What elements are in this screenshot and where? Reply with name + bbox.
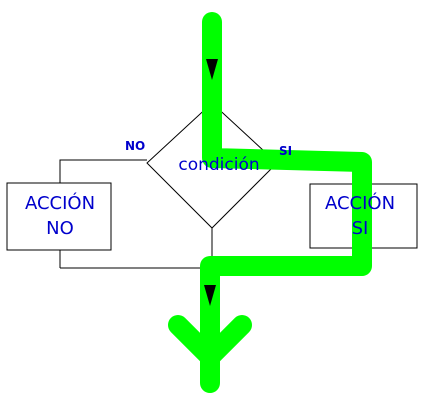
arrow-down-icon xyxy=(204,285,216,306)
action-si-line2: SI xyxy=(352,218,369,239)
action-no-line2: NO xyxy=(46,218,74,239)
no-label: NO xyxy=(125,139,145,153)
labels: NO SI condición ACCIÓN NO ACCIÓN SI xyxy=(25,139,395,239)
flow-arrows xyxy=(204,59,218,306)
highlight-arrowhead xyxy=(168,315,252,367)
si-label: SI xyxy=(279,144,292,158)
no-branch-top xyxy=(59,159,147,183)
arrow-down-icon xyxy=(206,59,218,80)
condition-text: condición xyxy=(178,155,259,175)
action-si-line1: ACCIÓN xyxy=(325,192,395,214)
action-no-line1: ACCIÓN xyxy=(25,192,95,214)
action-no-box xyxy=(6,182,112,251)
